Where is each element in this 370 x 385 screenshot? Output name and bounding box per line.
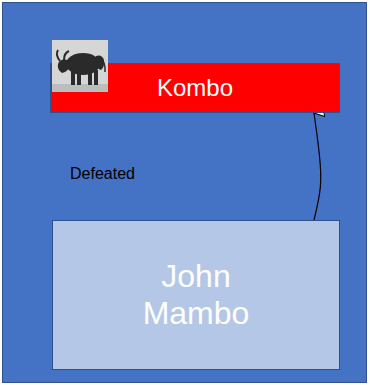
curved-arrow [314,113,321,220]
person-box: John Mambo [52,220,340,370]
relation-note: Defeated [70,164,135,183]
bull-picture [52,40,108,92]
node-text: Kombo [157,74,233,102]
node-text: John Mambo [126,258,266,332]
